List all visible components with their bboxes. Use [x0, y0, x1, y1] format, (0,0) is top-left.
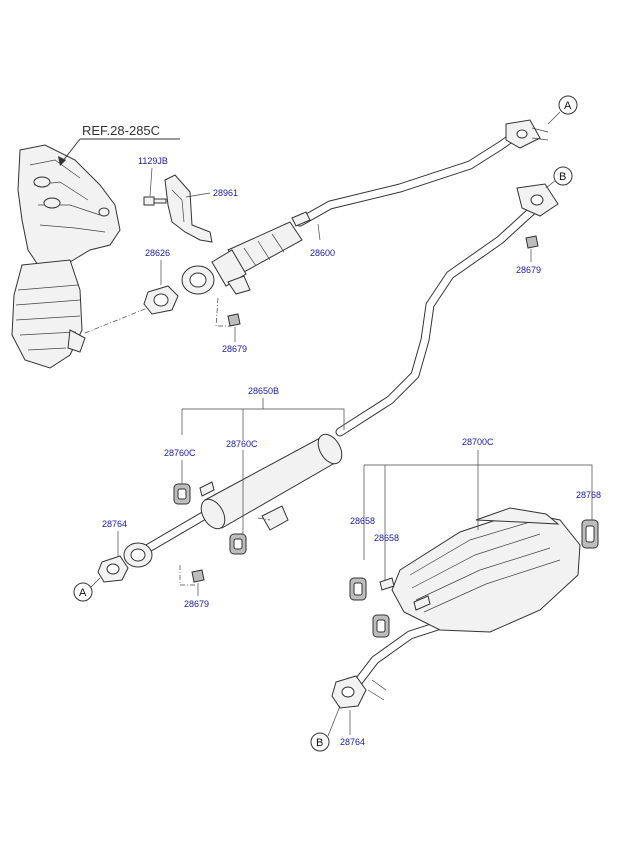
- label-28679-lower: 28679: [184, 599, 209, 609]
- front-pipe-28600: [181, 119, 549, 295]
- label-28768: 28768: [576, 490, 601, 500]
- leader-28961: [185, 192, 211, 198]
- nut-icon: [525, 235, 539, 249]
- reference-label: REF.28-285C: [82, 123, 160, 138]
- leader-1129jb: [149, 167, 153, 197]
- rubber-hanger-right: [229, 533, 247, 555]
- label-28679-top-right: 28679: [516, 265, 541, 275]
- reference-leader: [61, 138, 81, 163]
- heat-shield: [164, 174, 213, 243]
- bracket-28650b: [181, 398, 345, 440]
- label-28760c-left: 28760C: [164, 448, 196, 458]
- manifold-to-gasket-line: [84, 304, 156, 334]
- callout-b-bottom-letter: B: [316, 737, 323, 749]
- label-28700c: 28700C: [462, 437, 494, 447]
- rubber-hanger-muffler-center: [372, 614, 390, 638]
- leader-28600: [317, 223, 321, 241]
- callout-a-top: [558, 95, 578, 115]
- nut-icon: [191, 569, 205, 583]
- bolt-icon: [143, 196, 167, 206]
- rubber-hanger-muffler-left: [349, 577, 367, 601]
- main-muffler-28700c: [331, 507, 581, 709]
- reference-arrow-icon: [58, 156, 66, 166]
- callout-b-top: [553, 166, 573, 186]
- callout-a-left-leader: [89, 577, 101, 589]
- label-28626: 28626: [145, 248, 170, 258]
- rubber-hanger-left: [173, 483, 191, 505]
- label-28650b: 28650B: [248, 386, 279, 396]
- label-28679-upper: 28679: [222, 344, 247, 354]
- center-pipe-28650b: [123, 183, 559, 568]
- callout-a-top-leader: [547, 111, 561, 125]
- bracket-28700c: [363, 450, 593, 580]
- center-pipe-dash-line: [179, 565, 196, 586]
- label-1129jb: 1129JB: [138, 156, 168, 166]
- label-28658-b: 28658: [374, 533, 399, 543]
- callout-a-top-letter: A: [564, 100, 572, 112]
- callout-b-top-letter: B: [559, 171, 566, 183]
- nut-icon: [227, 313, 241, 327]
- callout-b-bottom: [310, 732, 330, 752]
- label-28961: 28961: [213, 188, 238, 198]
- label-28764-left: 28764: [102, 519, 127, 529]
- label-28760c-right: 28760C: [226, 439, 258, 449]
- label-28658-a: 28658: [350, 516, 375, 526]
- front-pipe-dash-line: [215, 297, 230, 327]
- label-28764-bottom: 28764: [340, 737, 365, 747]
- exhaust-manifold-assembly: [11, 144, 121, 369]
- label-28600: 28600: [310, 248, 335, 258]
- gasket-28626: [143, 285, 179, 315]
- gasket-28764-left: [97, 555, 129, 583]
- rubber-hanger-muffler-right: [581, 519, 599, 549]
- callout-a-left-letter: A: [79, 587, 87, 599]
- center-pipe-side-dash: [257, 517, 271, 521]
- callout-b-top-leader: [545, 179, 557, 189]
- callout-a-left: [73, 582, 93, 602]
- callout-b-bottom-leader: [327, 705, 341, 737]
